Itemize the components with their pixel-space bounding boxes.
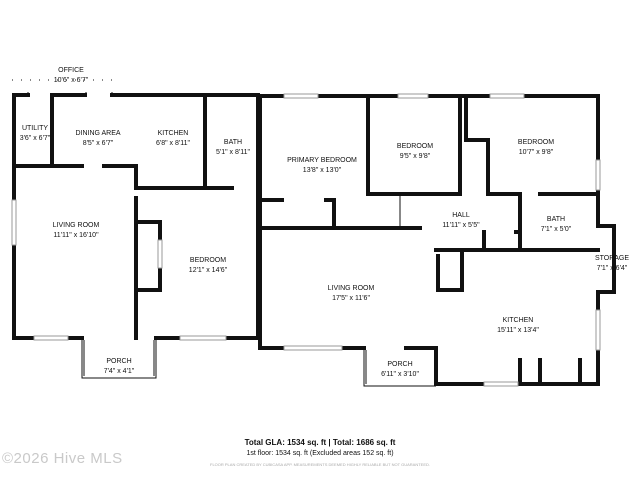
bath-left-label: BATH [224,139,242,146]
dining-area-label: DINING AREA [75,130,120,137]
left-porch [81,340,157,379]
living-room-right-label: LIVING ROOM [328,285,375,292]
watermark-logo: ©2026 Hive MLS [2,450,123,467]
bedroom-2-size: 9'5" x 9'8" [400,153,431,160]
storage-label: STORAGE [595,255,629,262]
bath-right-label: BATH [547,216,565,223]
porch-right-label: PORCH [387,361,412,368]
porch-left-label: PORCH [106,358,131,365]
porch-left-size: 7'4" x 4'1" [104,368,135,375]
bedroom-2-label: BEDROOM [397,143,433,150]
disclaimer-text: FLOOR PLAN CREATED BY CUBICASA APP. MEAS… [210,462,430,467]
living-room-right-size: 17'5" x 11'6" [332,295,370,302]
right-porch [363,350,436,387]
dining-area-size: 8'5" x 6'7" [83,140,114,147]
bath-right-size: 7'1" x 5'0" [541,226,572,233]
right-windows [283,93,601,387]
bath-left-size: 5'1" x 8'11" [216,149,250,156]
primary-bedroom-label: PRIMARY BEDROOM [287,157,357,164]
porch-right-size: 6'11" x 3'10" [381,371,419,378]
bedroom-left-label: BEDROOM [190,257,226,264]
office-size: 10'6" x 6'7" [54,77,89,84]
kitchen-left-label: KITCHEN [158,130,189,137]
right-building-walls [258,94,616,386]
door-marks [27,92,521,230]
utility-label: UTILITY [22,125,48,132]
floor-area-text: 1st floor: 1534 sq. ft (Excluded areas 1… [246,450,394,457]
utility-size: 3'6" x 6'7" [20,135,51,142]
hall-label: HALL [452,212,470,219]
storage-size: 7'1" x 6'4" [597,265,628,272]
kitchen-right-label: KITCHEN [503,317,534,324]
kitchen-left-size: 6'8" x 8'11" [156,140,190,147]
left-building-walls [12,93,260,340]
office-label: OFFICE [58,67,84,74]
primary-bedroom-size: 13'8" x 13'0" [303,167,342,174]
bedroom-3-label: BEDROOM [518,139,554,146]
bedroom-3-size: 10'7" x 9'8" [519,149,554,156]
total-gla-text: Total GLA: 1534 sq. ft | Total: 1686 sq.… [244,438,396,447]
living-room-left-size: 11'11" x 16'10" [53,232,99,239]
left-windows [11,199,227,341]
room-labels: OFFICE 10'6" x 6'7" UTILITY 3'6" x 6'7" … [20,67,630,378]
hall-size: 11'11" x 5'5" [442,222,480,229]
kitchen-right-size: 15'11" x 13'4" [497,327,539,334]
living-room-left-label: LIVING ROOM [53,222,100,229]
bedroom-left-size: 12'1" x 14'6" [189,267,228,274]
